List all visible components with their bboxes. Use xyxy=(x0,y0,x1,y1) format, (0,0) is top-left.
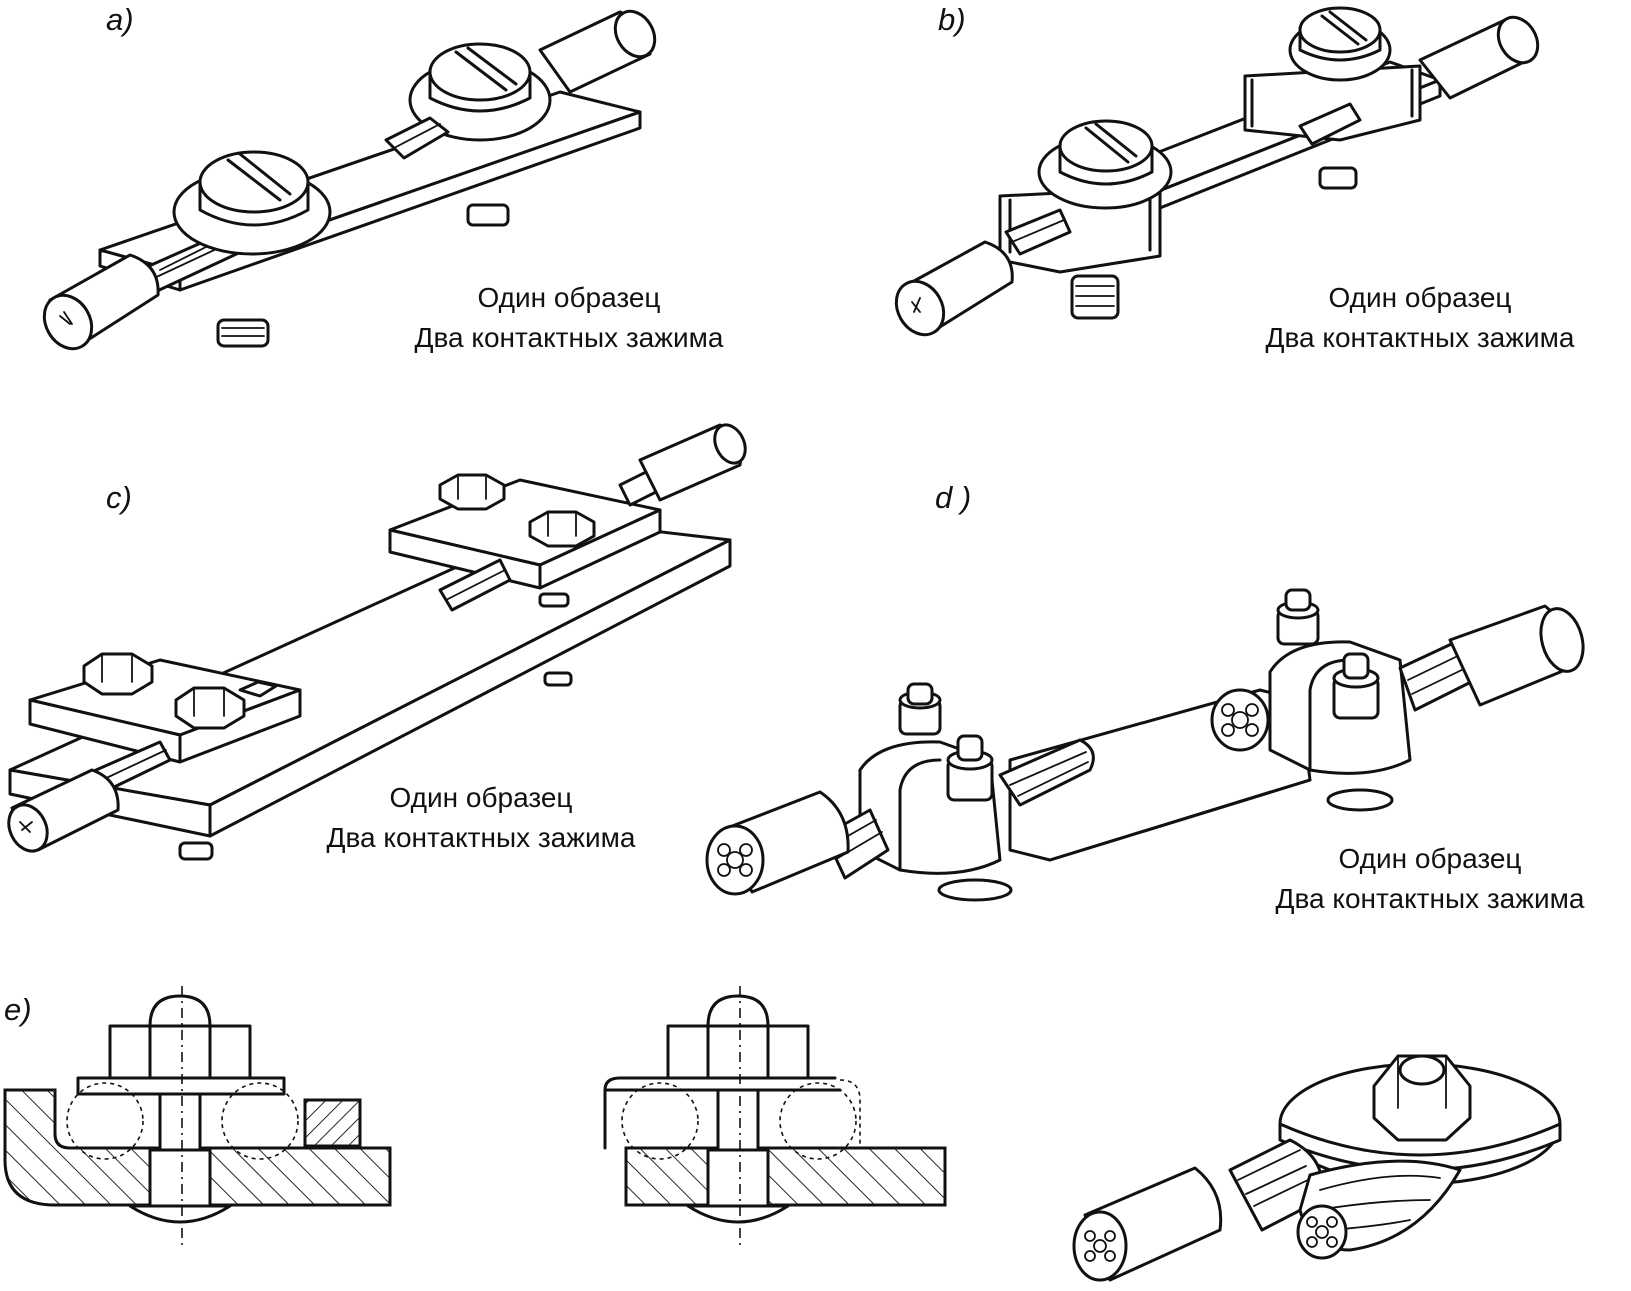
panel-d-drawing xyxy=(705,588,1585,902)
panel-c-letter: c) xyxy=(106,480,132,515)
panel-c-drawing xyxy=(7,423,747,861)
panel-b-caption: Один образец Два контактных зажима xyxy=(1220,278,1620,358)
panel-c-caption-line1: Один образец xyxy=(389,782,573,813)
panel-a-caption: Один образец Два контактных зажима xyxy=(374,278,764,358)
panel-e-drawing xyxy=(3,986,1562,1282)
panel-a-caption-line1: Один образец xyxy=(477,282,661,313)
panel-b-drawing xyxy=(894,6,1540,337)
panel-d-caption: Один образец Два контактных зажима xyxy=(1232,839,1628,919)
panel-d-caption-line2: Два контактных зажима xyxy=(1275,883,1585,914)
panel-c-caption-line2: Два контактных зажима xyxy=(326,822,636,853)
panel-b-letter: b) xyxy=(938,2,966,37)
panel-a-caption-line2: Два контактных зажима xyxy=(414,322,724,353)
panel-d-caption-line1: Один образец xyxy=(1338,843,1522,874)
panel-a-drawing xyxy=(42,9,657,351)
panel-b-caption-line1: Один образец xyxy=(1328,282,1512,313)
panel-c-caption: Один образец Два контактных зажима xyxy=(281,778,681,858)
panel-e-letter: e) xyxy=(4,992,32,1027)
panel-b-caption-line2: Два контактных зажима xyxy=(1265,322,1575,353)
panel-d-letter: d ) xyxy=(935,480,972,515)
panel-a-letter: a) xyxy=(106,2,134,37)
